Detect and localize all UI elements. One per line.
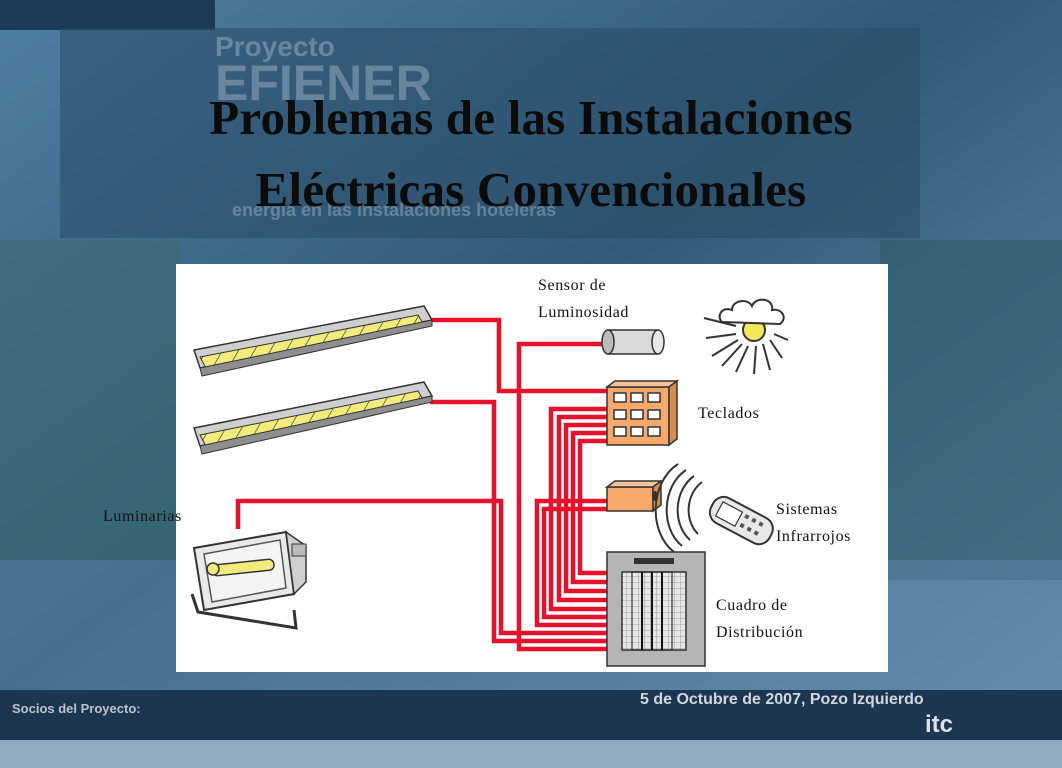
watermark-subtitle: energía en las instalaciones hoteleras: [232, 200, 556, 220]
distribution-board: [606, 551, 706, 667]
label-cuadro: Cuadro de Distribución: [716, 592, 803, 646]
title-line-1: Problemas de las Instalaciones: [209, 90, 853, 145]
watermark-word1: Proyecto: [215, 31, 335, 62]
remote-control-icon: [654, 463, 774, 553]
label-sensor: Sensor de Luminosidad: [538, 272, 629, 326]
logo-itc: itc: [925, 711, 953, 738]
label-sistemas-line1: Sistemas: [776, 501, 838, 518]
background-watermark: Proyecto EFIENER energía en las instalac…: [215, 31, 556, 220]
light-sensor: [601, 329, 665, 355]
wiring-diagram: Sensor de Luminosidad Teclados Sistemas …: [176, 264, 888, 672]
footer-date: 5 de Octubre de 2007, Pozo Izquierdo: [640, 691, 924, 708]
watermark-word2: EFIENER: [215, 55, 432, 111]
slide-title: Problemas de las Instalaciones Eléctrica…: [0, 82, 1062, 226]
label-luminarias: Luminarias: [103, 508, 182, 525]
sun-cloud-icon: [703, 298, 789, 375]
footer-partners: Socios del Proyecto:: [12, 701, 141, 716]
wires: [235, 317, 607, 652]
label-sistemas-line2: Infrarrojos: [776, 528, 852, 545]
label-sensor-line2: Luminosidad: [538, 304, 630, 321]
title-line-2: Eléctricas Convencionales: [255, 162, 807, 217]
fluorescent-luminaire-1: [193, 305, 434, 377]
label-sensor-line1: Sensor de: [538, 277, 607, 294]
label-sistemas: Sistemas Infrarrojos: [776, 496, 851, 550]
label-teclados: Teclados: [698, 405, 760, 422]
label-cuadro-line2: Distribución: [716, 624, 804, 641]
wiring-svg: [190, 298, 789, 667]
keypad-device: [604, 379, 680, 447]
fluorescent-luminaire-2: [193, 381, 434, 455]
floodlight-luminaire: [190, 530, 307, 630]
label-cuadro-line1: Cuadro de: [716, 597, 788, 614]
infrared-receiver: [604, 479, 664, 513]
